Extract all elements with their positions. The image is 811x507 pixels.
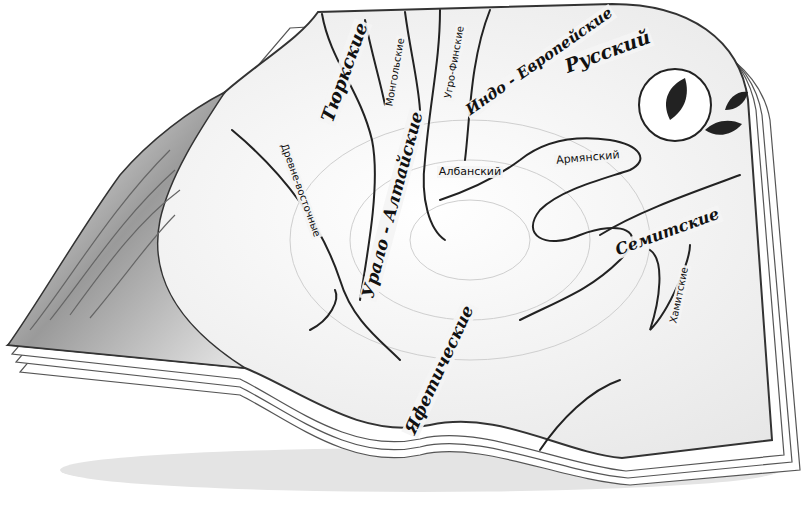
page-curl	[8, 92, 245, 368]
region-borders	[232, 10, 740, 450]
region-label: Албанский	[437, 166, 503, 178]
page	[8, 4, 772, 458]
emblem	[639, 69, 748, 141]
curl-lines	[30, 150, 180, 330]
